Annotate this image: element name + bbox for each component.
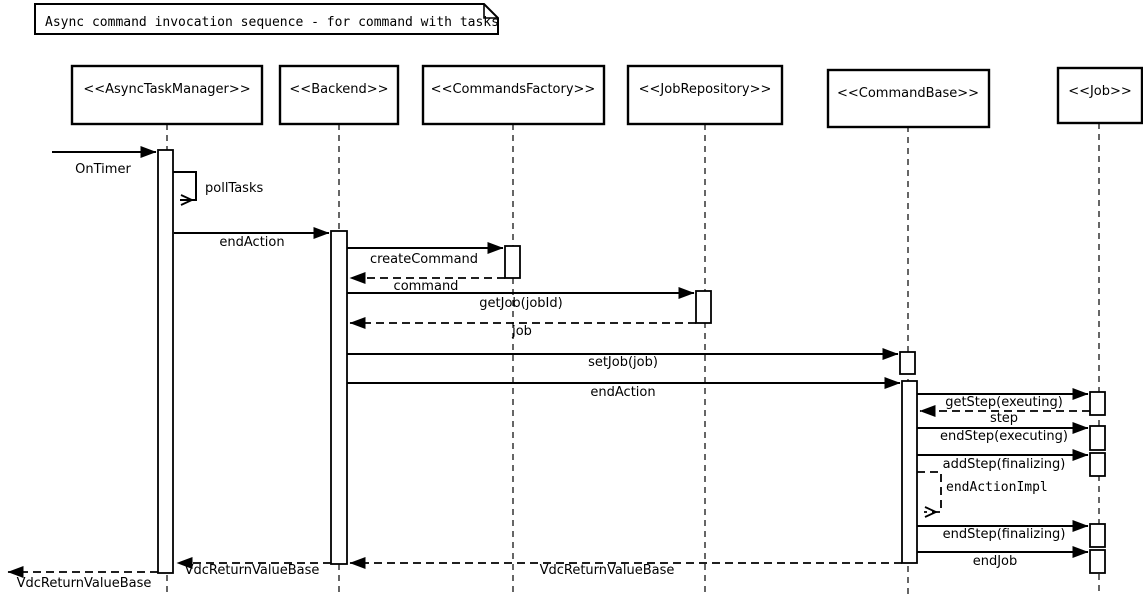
message-label-setjob: setJob(job) (588, 355, 658, 370)
header-box-asynctaskmanager (70, 64, 264, 126)
message-label-job-return: job (511, 324, 532, 339)
header-label-job: <<Job>> (1068, 84, 1132, 99)
header-label-asynctaskmanager: <<AsyncTaskManager>> (83, 82, 250, 97)
activation-commandbase-main (901, 380, 918, 564)
message-label-endstep-finalizing: endStep(finalizing) (943, 527, 1066, 542)
activation-jobrepository (695, 290, 712, 324)
activation-job-5 (1089, 549, 1106, 574)
message-label-endstep-executing: endStep(executing) (940, 429, 1068, 444)
header-box-jobrepository (626, 64, 784, 126)
message-arrow-endactionimpl (917, 471, 942, 512)
header-box-backend (278, 64, 400, 126)
activation-backend (330, 230, 348, 565)
message-label-getjob: getJob(jobId) (479, 296, 562, 311)
header-label-jobrepository: <<JobRepository>> (639, 82, 772, 97)
title-note (34, 3, 499, 35)
message-label-vdcreturn-backend: VdcReturnValueBase (185, 563, 320, 578)
header-label-backend: <<Backend>> (289, 82, 388, 97)
message-arrow-polltasks (173, 171, 197, 200)
message-label-endaction-2: endAction (590, 385, 655, 400)
message-label-ontimer: OnTimer (75, 162, 131, 177)
message-label-createcommand: createCommand (370, 252, 478, 267)
activation-job-1 (1089, 391, 1106, 416)
activation-asynctaskmanager (157, 149, 174, 574)
message-label-command-return: command (394, 279, 459, 294)
message-label-vdcreturn-commandbase: VdcReturnValueBase (540, 563, 675, 578)
header-box-commandsfactory (421, 64, 606, 126)
header-box-job (1056, 66, 1143, 125)
activation-job-3 (1089, 452, 1106, 477)
activation-commandsfactory (504, 245, 521, 279)
header-label-commandsfactory: <<CommandsFactory>> (431, 82, 596, 97)
message-label-getstep: getStep(exeuting) (945, 395, 1063, 410)
activation-commandbase-setjob (899, 351, 916, 375)
header-box-commandbase (826, 68, 991, 129)
message-label-endaction-1: endAction (219, 235, 284, 250)
message-label-endactionimpl: endActionImpl (946, 480, 1048, 495)
message-label-addstep-finalizing: addStep(finalizing) (943, 457, 1066, 472)
message-label-step-return: step (990, 411, 1018, 426)
message-label-polltasks: pollTasks (205, 181, 263, 196)
header-label-commandbase: <<CommandBase>> (837, 86, 979, 101)
diagram-title: Async command invocation sequence - for … (45, 15, 499, 30)
message-label-endjob: endJob (973, 554, 1018, 569)
activation-job-2 (1089, 425, 1106, 451)
message-label-vdcreturn-caller: VdcReturnValueBase (17, 576, 152, 591)
activation-job-4 (1089, 523, 1106, 548)
title-note-fold-icon (483, 4, 498, 19)
